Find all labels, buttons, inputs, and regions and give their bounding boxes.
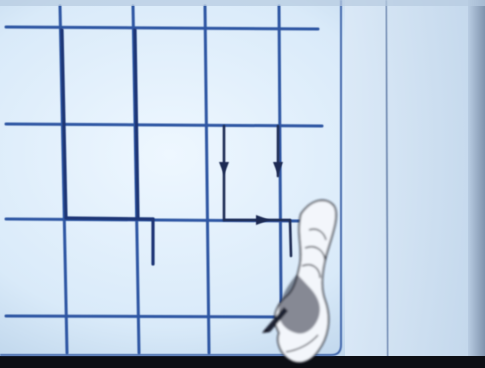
grid-line-h1	[6, 27, 318, 29]
grid-line-h2	[6, 124, 322, 126]
right-margin	[345, 0, 485, 368]
arrow-line-drop	[290, 220, 291, 256]
grid-line-h4	[6, 316, 290, 317]
drawn-segment-h1	[66, 218, 153, 219]
top-edge	[0, 0, 485, 6]
bottom-bezel	[0, 356, 485, 368]
screen-right-edge	[468, 0, 485, 368]
